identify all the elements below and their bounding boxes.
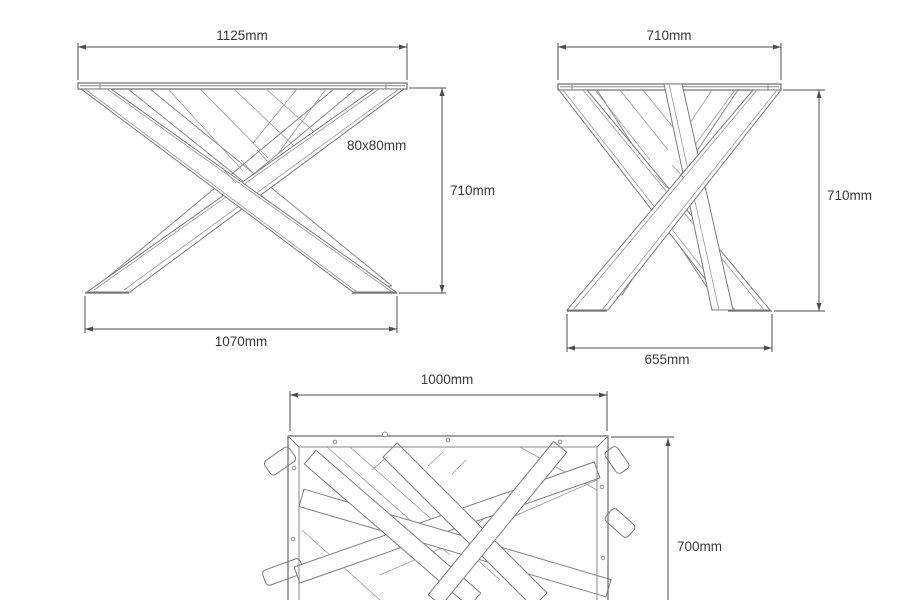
- plan-view: 1000mm: [262, 372, 722, 600]
- side-bottom-width-label: 655mm: [644, 352, 689, 367]
- plan-width-label: 1000mm: [421, 372, 474, 387]
- fixing-notch: [382, 431, 388, 438]
- side-view: 710mm: [557, 28, 872, 367]
- plan-cross-bars: [293, 440, 612, 600]
- front-bottom-width-label: 1070mm: [215, 334, 268, 349]
- screw-hole: [445, 437, 451, 443]
- plan-depth-label: 700mm: [677, 539, 722, 554]
- plan-width-dimension: 1000mm: [289, 372, 608, 431]
- screw-hole: [332, 439, 338, 445]
- side-legs: [557, 83, 783, 312]
- front-tube-size-label: 80x80mm: [347, 138, 406, 153]
- screw-hole: [600, 555, 606, 561]
- leg-tab: [604, 446, 630, 474]
- front-table-top: [77, 82, 408, 90]
- screw-hole: [291, 465, 297, 471]
- side-top-dimension: 710mm: [557, 28, 782, 80]
- side-top-width-label: 710mm: [646, 28, 691, 43]
- side-bottom-dimension: 655mm: [566, 314, 773, 367]
- side-height-label: 710mm: [827, 188, 872, 203]
- side-height-dimension: 710mm: [774, 89, 872, 312]
- front-view: 1125mm 80x80mm: [77, 28, 495, 349]
- leg-tab: [263, 446, 297, 476]
- plan-depth-dimension: 700mm: [611, 436, 722, 600]
- front-top-dimension: 1125mm: [77, 28, 408, 80]
- front-legs: [79, 88, 406, 294]
- screw-hole: [557, 439, 563, 445]
- front-top-width-label: 1125mm: [216, 28, 268, 43]
- front-height-label: 710mm: [450, 183, 495, 198]
- screw-hole: [290, 536, 296, 542]
- leg-tab: [604, 508, 636, 538]
- screw-hole: [599, 484, 605, 490]
- front-height-dimension: 710mm: [399, 87, 495, 294]
- plan-frame: [287, 431, 609, 600]
- front-bottom-dimension: 1070mm: [84, 296, 398, 349]
